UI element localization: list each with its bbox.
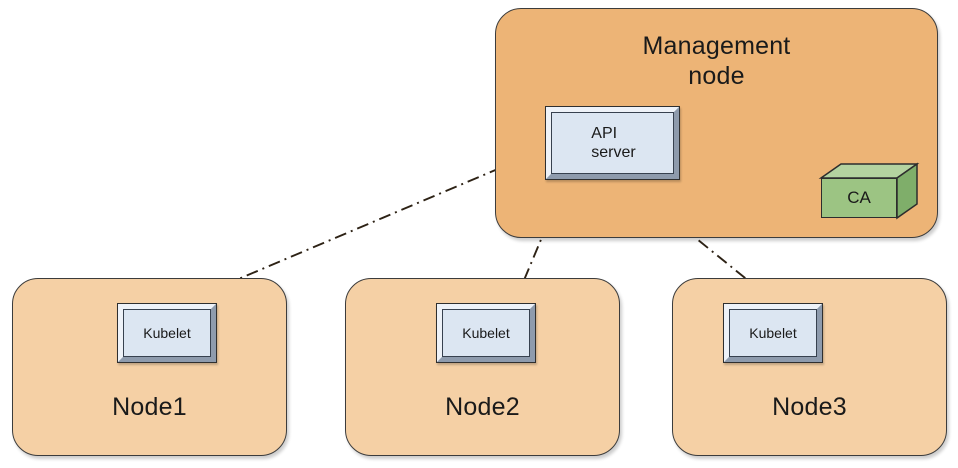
kubelet-2-inner: Kubelet	[442, 309, 530, 357]
ca-front-face: CA	[821, 178, 897, 218]
worker-node-label-3: Node3	[772, 393, 847, 421]
kubelet-label-2: Kubelet	[462, 325, 510, 341]
management-node-label-line1: Management	[642, 32, 791, 60]
ca-box[interactable]: CA	[818, 162, 920, 220]
kubelet-box-2[interactable]: Kubelet	[436, 303, 536, 363]
management-node-label-line2: node	[688, 62, 745, 90]
kubelet-1-inner: Kubelet	[123, 309, 211, 357]
ca-side-face	[896, 162, 918, 220]
kubelet-3-inner: Kubelet	[729, 309, 817, 357]
api-server-inner: API server	[551, 112, 674, 174]
ca-label: CA	[847, 188, 871, 207]
api-server-label-line1: API	[591, 125, 618, 142]
worker-node-label-1: Node1	[112, 393, 187, 421]
worker-node-label-2: Node2	[445, 393, 520, 421]
api-server-box[interactable]: API server	[545, 106, 680, 180]
api-server-label-line2: server	[591, 144, 636, 161]
kubelet-label-1: Kubelet	[143, 325, 191, 341]
api-server-label: API server	[589, 124, 635, 162]
kubelet-label-3: Kubelet	[749, 325, 797, 341]
kubelet-box-3[interactable]: Kubelet	[723, 303, 823, 363]
kubelet-box-1[interactable]: Kubelet	[117, 303, 217, 363]
